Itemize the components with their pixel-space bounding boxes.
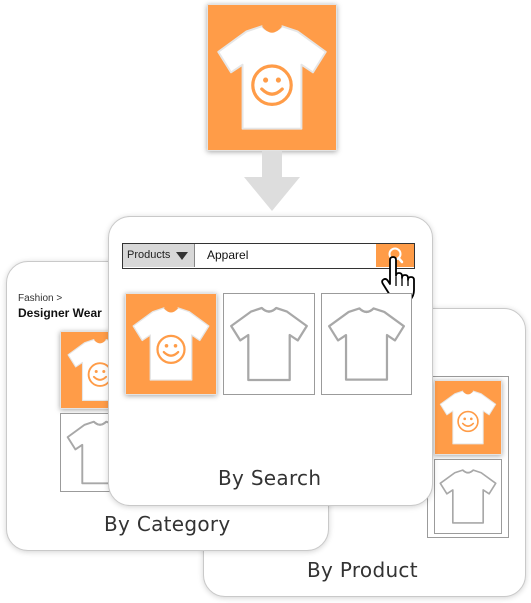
product-tile[interactable] — [434, 459, 502, 534]
search-bar: Products Apparel — [122, 243, 415, 269]
tshirt-smiley-icon — [126, 294, 216, 394]
by-product-label: By Product — [307, 558, 418, 582]
hand-cursor-icon — [381, 256, 415, 301]
search-result-tile[interactable] — [321, 293, 412, 395]
by-search-label: By Search — [218, 466, 322, 490]
down-arrow-icon — [244, 151, 300, 211]
search-result-tile[interactable] — [223, 293, 315, 395]
tshirt-smiley-icon — [208, 5, 336, 150]
search-result-tile-selected[interactable] — [125, 293, 217, 395]
tshirt-smiley-icon — [435, 381, 501, 454]
tshirt-outline-icon — [435, 460, 501, 533]
tshirt-outline-icon — [322, 294, 411, 394]
search-input[interactable]: Apparel — [207, 248, 249, 262]
featured-product-tile — [207, 4, 337, 151]
breadcrumb-parent[interactable]: Fashion > — [18, 293, 63, 304]
dropdown-caret-icon — [176, 252, 188, 260]
product-type-dropdown[interactable]: Products — [123, 244, 195, 267]
by-category-label: By Category — [104, 512, 231, 536]
dropdown-label: Products — [127, 249, 171, 261]
product-tile-selected[interactable] — [434, 380, 502, 455]
tshirt-outline-icon — [224, 294, 314, 394]
breadcrumb-current: Designer Wear — [18, 306, 102, 320]
